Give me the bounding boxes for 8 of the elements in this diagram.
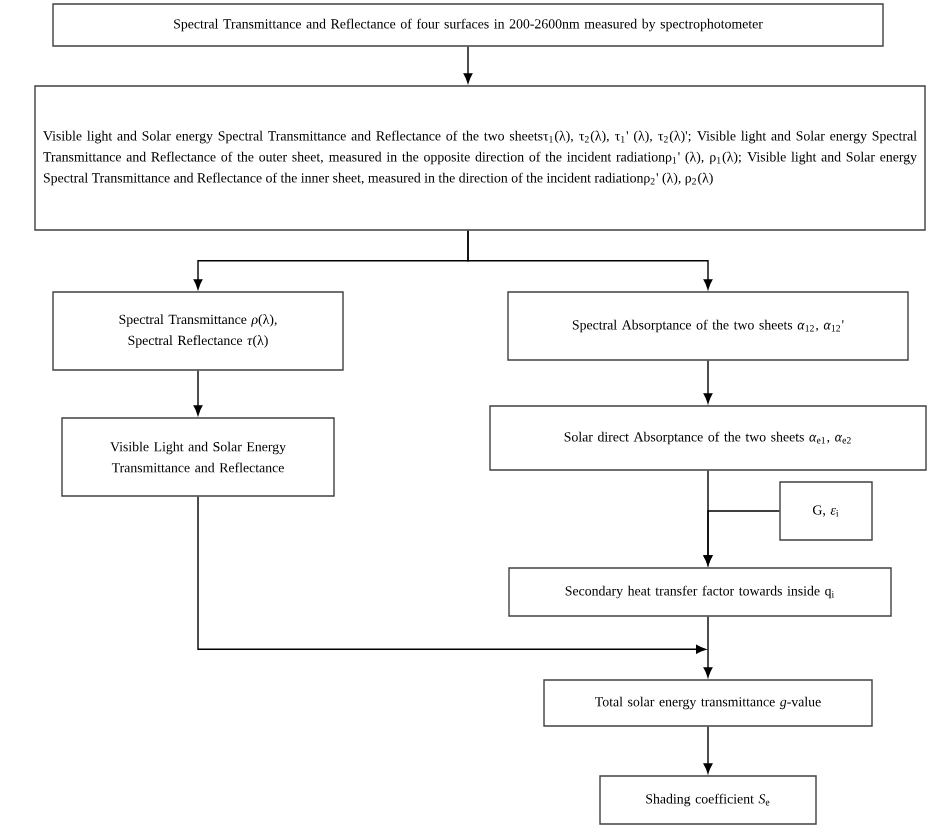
- arrow: [463, 46, 473, 84]
- arrow: [703, 360, 713, 404]
- arrow: [193, 370, 203, 416]
- arrow: [703, 616, 713, 678]
- arrow: [467, 230, 713, 290]
- arrow: [197, 496, 707, 654]
- arrow: [703, 726, 713, 774]
- arrow: [703, 510, 780, 566]
